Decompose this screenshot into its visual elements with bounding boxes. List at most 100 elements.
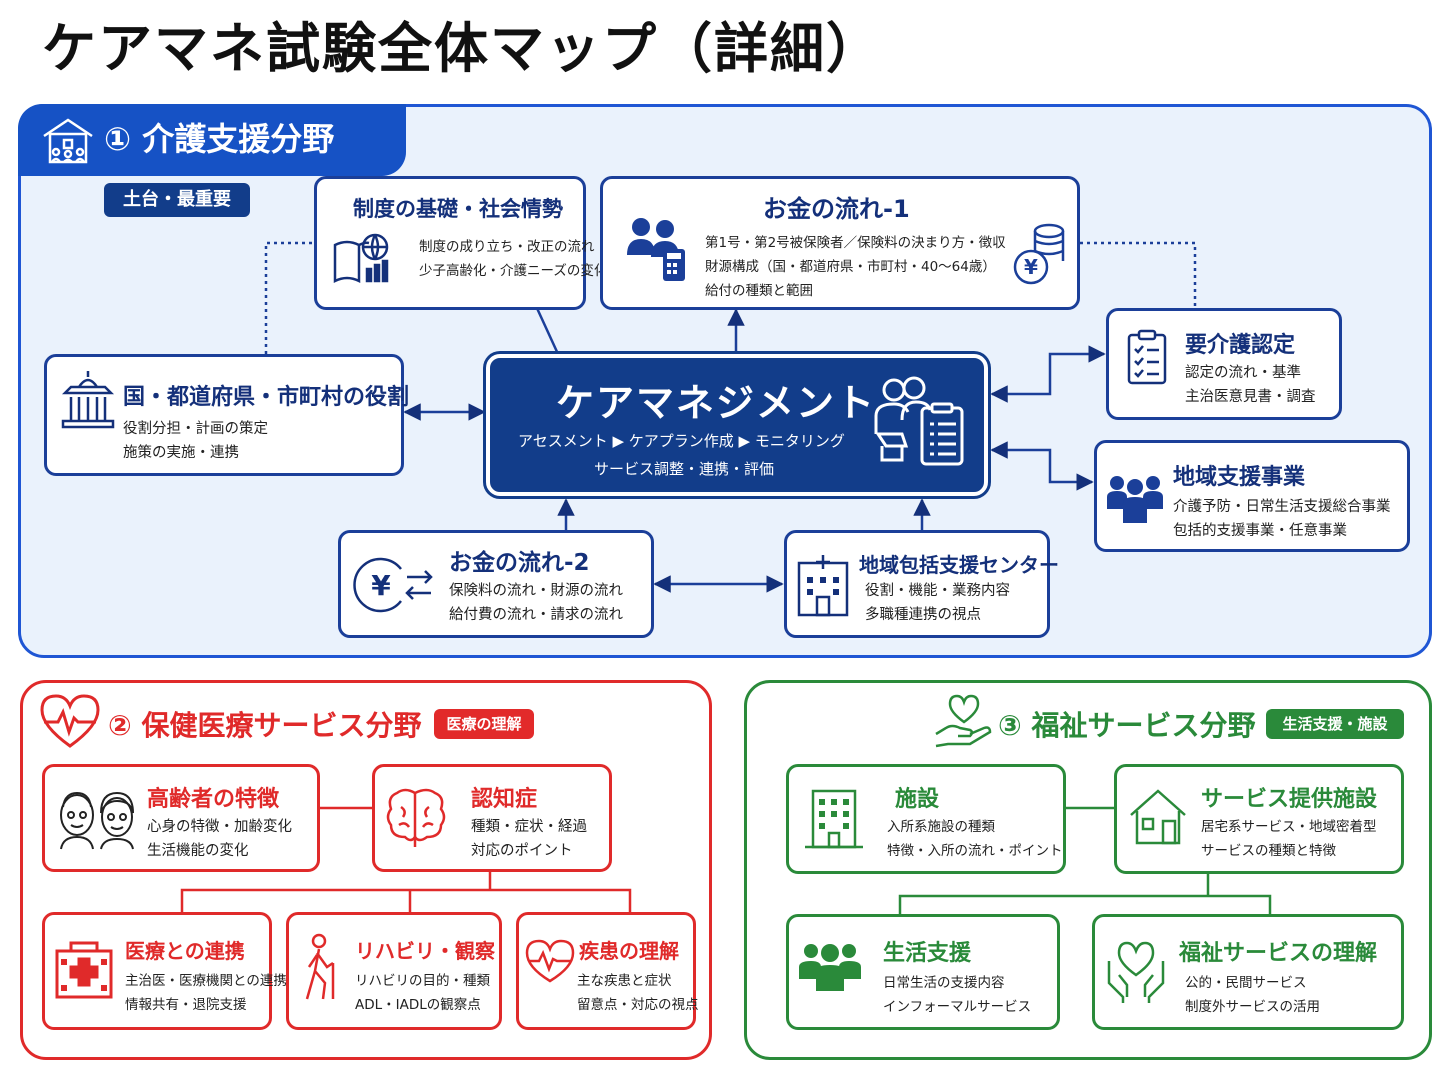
box-dementia[interactable]: 認知症 種類・症状・経過 対応のポイント — [372, 764, 612, 872]
box-welfare-understanding[interactable]: 福祉サービスの理解 公的・民間サービス 制度外サービスの活用 — [1092, 914, 1404, 1030]
box-elderly-line-2: 生活機能の変化 — [147, 843, 249, 859]
box-service-line-2: サービスの種類と特徴 — [1201, 843, 1336, 859]
dotted-link-money1-cert — [1080, 241, 1197, 308]
box-center2-line-2: 多職種連携の視点 — [865, 607, 981, 623]
box-center2-line-1: 役割・機能・業務内容 — [865, 583, 1010, 599]
core-line-1: アセスメント ▶ ケアプラン作成 ▶ モニタリング — [518, 432, 845, 450]
box-money1-line-1: 第1号・第2号被保険者／保険料の決まり方・徴収 — [705, 235, 1006, 251]
hospital-building-icon — [795, 553, 851, 621]
box-understanding-title: 福祉サービスの理解 — [1179, 941, 1378, 966]
box-money1-line-2: 財源構成（国・都道府県・市町村・40〜64歳） — [705, 259, 996, 275]
box-facility-line-2: 特徴・入所の流れ・ポイント — [887, 843, 1063, 859]
government-building-icon — [61, 369, 115, 433]
box-medical-title: 医療との連携 — [125, 939, 245, 963]
care-section-number: ① — [104, 120, 132, 158]
box-money-flow-2[interactable]: ¥ お金の流れ-2 保険料の流れ・財源の流れ 給付費の流れ・請求の流れ — [338, 530, 654, 638]
hospital-cross-icon — [53, 937, 115, 1003]
box-medical-line-2: 情報共有・退院支援 — [125, 997, 247, 1013]
care-section-header: ① 介護支援分野 — [18, 104, 406, 176]
care-management-core[interactable]: ケアマネジメント アセスメント ▶ ケアプラン作成 ▶ モニタリング サービス調… — [486, 354, 988, 496]
link-system-center — [534, 305, 560, 355]
box-dementia-line-1: 種類・症状・経過 — [471, 819, 587, 835]
elderly-couple-icon — [55, 785, 139, 855]
box-community-line-1: 介護予防・日常生活支援総合事業 — [1173, 499, 1391, 515]
box-money-flow-1[interactable]: お金の流れ-1 第1号・第2号被保険者／保険料の決まり方・徴収 財源構成（国・都… — [600, 176, 1080, 310]
yen-coins-icon: ¥ — [1011, 221, 1071, 291]
box-money2-title: お金の流れ-2 — [449, 550, 590, 576]
arrow-center-community — [990, 441, 1094, 491]
box-facilities[interactable]: 施設 入所系施設の種類 特徴・入所の流れ・ポイント — [786, 764, 1066, 874]
box-gov-line-1: 役割分担・計画の策定 — [123, 421, 268, 437]
box-medical-line-1: 主治医・医療機関との連携 — [125, 973, 287, 989]
box-community-support[interactable]: 地域支援事業 介護予防・日常生活支援総合事業 包括的支援事業・任意事業 — [1094, 440, 1410, 552]
walking-cane-icon — [299, 933, 343, 1007]
apartment-icon — [803, 787, 865, 853]
box-rehab-observation[interactable]: リハビリ・観察 リハビリの目的・種類 ADL・IADLの観察点 — [286, 912, 502, 1030]
hands-heart-icon — [1105, 939, 1167, 1009]
core-line-2: サービス調整・連携・評価 — [594, 460, 775, 478]
welfare-tag: 生活支援・施設 — [1266, 709, 1404, 739]
box-living-line-1: 日常生活の支援内容 — [883, 975, 1005, 991]
box-system-basics[interactable]: 制度の基礎・社会情勢 制度の成り立ち・改正の流れ 少子高齢化・介護ニーズの変化 — [314, 176, 607, 310]
box-service-line-1: 居宅系サービス・地域密着型 — [1201, 819, 1377, 835]
box-disease-understanding[interactable]: 疾患の理解 主な疾患と症状 留意点・対応の視点 — [516, 912, 699, 1030]
svg-text:¥: ¥ — [371, 569, 391, 602]
heart-pulse-icon — [525, 939, 575, 989]
welfare-section-number: ③ — [998, 709, 1022, 742]
box-community-line-2: 包括的支援事業・任意事業 — [1173, 523, 1347, 539]
yen-exchange-icon: ¥ — [351, 555, 435, 619]
box-cert-line-2: 主治医意見書・調査 — [1185, 389, 1316, 405]
health-section-title: ② 保健医療サービス分野 — [108, 704, 421, 744]
box-government-roles[interactable]: 国・都道府県・市町村の役割 役割分担・計画の策定 施策の実施・連携 — [44, 354, 409, 476]
health-section-name: 保健医療サービス分野 — [141, 709, 422, 742]
people-group-icon — [799, 939, 861, 997]
box-system-line-2: 少子高齢化・介護ニーズの変化 — [419, 263, 608, 279]
box-gov-title: 国・都道府県・市町村の役割 — [123, 385, 410, 410]
box-elderly-title: 高齢者の特徴 — [147, 787, 280, 812]
nursing-home-icon — [40, 114, 96, 170]
box-cert-line-1: 認定の流れ・基準 — [1185, 365, 1301, 381]
box-medical-cooperation[interactable]: 医療との連携 主治医・医療機関との連携 情報共有・退院支援 — [42, 912, 287, 1030]
box-dementia-title: 認知症 — [471, 787, 538, 812]
care-section-name: 介護支援分野 — [142, 120, 335, 158]
box-money2-line-1: 保険料の流れ・財源の流れ — [449, 583, 623, 599]
box-disease-line-1: 主な疾患と症状 — [577, 973, 672, 989]
page-title: ケアマネ試験全体マップ（詳細） — [42, 17, 882, 80]
box-money1-title: お金の流れ-1 — [763, 195, 910, 223]
heart-pulse-header-icon — [38, 692, 102, 754]
link-dementia-children — [180, 872, 632, 912]
box-facility-title: 施設 — [895, 787, 940, 812]
box-understanding-line-2: 制度外サービスの活用 — [1185, 999, 1320, 1015]
group-icon — [1107, 473, 1163, 529]
box-rehab-title: リハビリ・観察 — [355, 939, 495, 963]
box-living-line-2: インフォーマルサービス — [883, 999, 1032, 1015]
box-gov-line-2: 施策の実施・連携 — [123, 445, 239, 461]
box-rehab-line-1: リハビリの目的・種類 — [355, 973, 490, 989]
box-system-title: 制度の基礎・社会情勢 — [353, 197, 563, 221]
book-globe-icon — [331, 231, 391, 291]
house-icon — [1127, 787, 1189, 851]
health-tag: 医療の理解 — [434, 709, 534, 739]
people-icon — [625, 215, 691, 287]
core-title: ケアマネジメント — [556, 381, 877, 425]
care-section-title: ① 介護支援分野 — [104, 114, 334, 160]
box-service-title: サービス提供施設 — [1201, 787, 1378, 812]
box-center2-title: 地域包括支援センター — [859, 553, 1059, 577]
box-disease-line-2: 留意点・対応の視点 — [577, 997, 699, 1013]
box-living-title: 生活支援 — [883, 941, 972, 966]
box-facility-line-1: 入所系施設の種類 — [887, 819, 995, 835]
brain-icon — [385, 785, 447, 855]
box-money2-line-2: 給付費の流れ・請求の流れ — [449, 607, 623, 623]
health-section-number: ② — [108, 709, 132, 742]
box-care-certification[interactable]: 要介護認定 認定の流れ・基準 主治医意見書・調査 — [1106, 308, 1342, 420]
box-service-facilities[interactable]: サービス提供施設 居宅系サービス・地域密着型 サービスの種類と特徴 — [1114, 764, 1404, 874]
box-cert-title: 要介護認定 — [1185, 333, 1296, 358]
box-community-support-center[interactable]: 地域包括支援センター 役割・機能・業務内容 多職種連携の視点 — [784, 530, 1059, 638]
box-system-line-1: 制度の成り立ち・改正の流れ — [419, 239, 595, 255]
link-service-children — [898, 874, 1272, 914]
box-understanding-line-1: 公的・民間サービス — [1185, 975, 1307, 991]
arrow-center-cert — [990, 345, 1106, 403]
box-living-support[interactable]: 生活支援 日常生活の支援内容 インフォーマルサービス — [786, 914, 1060, 1030]
box-elderly-features[interactable]: 高齢者の特徴 心身の特徴・加齢変化 生活機能の変化 — [42, 764, 320, 872]
